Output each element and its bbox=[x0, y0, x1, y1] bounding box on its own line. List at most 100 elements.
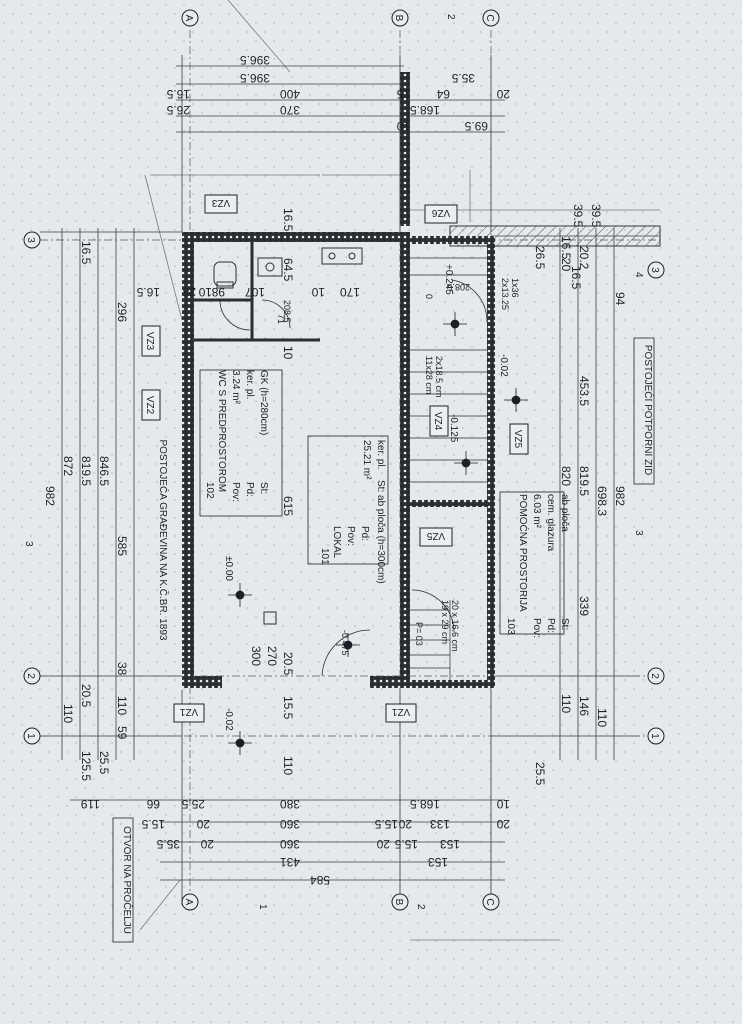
dim-bot-13: 20 bbox=[496, 817, 510, 831]
axis-3-right: 3 bbox=[649, 267, 660, 273]
room-lokal-floor-label: Pd: bbox=[359, 526, 370, 541]
stair-lower-tread: 19 x 29 cm bbox=[440, 600, 450, 644]
right-dimensions: 982 820 819.5 698.3 453.5 339 146 110 11… bbox=[533, 204, 627, 786]
room-lokal-name: LOKAL bbox=[331, 526, 342, 559]
dim-top-2: 396.5 bbox=[240, 71, 270, 85]
sink-icon bbox=[257, 257, 283, 277]
interior-dimensions: 16.5 98 28 10 107 64.5 10 170 208.5 71 1… bbox=[136, 208, 583, 775]
dim-top-1: 396.5 bbox=[240, 53, 270, 67]
dim-left-13: 25.5 bbox=[97, 751, 111, 775]
dim-int-21: 16.5 bbox=[569, 266, 583, 290]
dim-int-11: 10 bbox=[281, 346, 295, 360]
dim-int-20: 208.5 bbox=[447, 282, 470, 292]
dim-right-14: 26.5 bbox=[533, 246, 547, 270]
background-linework bbox=[139, 0, 660, 941]
dim-right-6: 339 bbox=[577, 596, 591, 616]
dim-left-4: 846.5 bbox=[97, 456, 111, 486]
dim-int-12: 615 bbox=[281, 496, 295, 516]
dim-bot-12: 133 bbox=[430, 817, 450, 831]
room-pomocna-ceiling: ab ploča bbox=[559, 494, 570, 532]
axis-1-left: 1 bbox=[25, 733, 36, 739]
axis-a-top: A bbox=[183, 15, 194, 22]
dim-bot-22: 584 bbox=[310, 873, 330, 887]
vz-tag-frames bbox=[141, 194, 529, 723]
room-wc-frame bbox=[199, 369, 283, 517]
room-pomocna-floor-label: Pd: bbox=[545, 618, 556, 633]
room-pomocna-floor: cem. glazura bbox=[545, 494, 556, 552]
room-lokal-frame bbox=[307, 435, 389, 565]
retaining-wall-label-frame bbox=[633, 337, 655, 485]
dim-bot-11: 20 bbox=[398, 817, 412, 831]
facade-opening-label: OTVOR NA PROČELJU bbox=[121, 826, 134, 934]
dim-bot-20: 431 bbox=[280, 855, 300, 869]
dim-bot-5: 168.5 bbox=[410, 797, 440, 811]
room-wc-ceiling-label: St: bbox=[258, 482, 269, 494]
room-lokal-ceiling: St: ab ploča (h=300cm) bbox=[375, 480, 386, 584]
wc-partitions bbox=[194, 242, 320, 342]
axis-2-left: 2 bbox=[25, 673, 36, 679]
dim-bot-21: 153 bbox=[428, 855, 448, 869]
building-walls bbox=[182, 232, 495, 688]
section-mark-3-left: 3 bbox=[23, 541, 34, 547]
dim-int-19: 0 bbox=[424, 294, 434, 299]
dim-int-5: 107 bbox=[245, 285, 265, 299]
room-wc-name: WC S PREDPROSTOROM bbox=[216, 370, 227, 492]
dim-bot-15: 20 bbox=[200, 837, 214, 851]
room-wc: 102 WC S PREDPROSTOROM Pov: 3.24 m² Pd: … bbox=[204, 370, 269, 502]
dim-top-5: 400 bbox=[280, 87, 300, 101]
dim-int-17: 110 bbox=[281, 756, 295, 775]
dim-left-14: 59 bbox=[115, 726, 129, 740]
section-mark-4: 4 bbox=[633, 272, 644, 278]
section-mark-3-right: 3 bbox=[633, 530, 644, 536]
stair-treads bbox=[410, 257, 487, 680]
room-wc-floor: ker. pl. bbox=[244, 370, 255, 399]
level-stair-mid: -0.125 bbox=[448, 414, 459, 443]
dim-int-3: 28 bbox=[182, 285, 196, 299]
dim-top-13: 69.5 bbox=[464, 119, 488, 133]
dim-bot-16: 360 bbox=[280, 837, 300, 851]
dim-left-10: 20.5 bbox=[79, 684, 93, 708]
dim-top-8: 20 bbox=[496, 87, 510, 101]
door-swings bbox=[219, 279, 488, 677]
dim-int-13: 300 bbox=[249, 646, 263, 666]
dim-right-5: 453.5 bbox=[577, 376, 591, 406]
dim-right-11: 94 bbox=[613, 292, 627, 306]
dim-int-1: 16.5 bbox=[136, 285, 160, 299]
dim-bot-4: 380 bbox=[280, 797, 300, 811]
room-pomocna: 103 POMOĆNA PROSTORIJA Pov: 6.03 m² Pd: … bbox=[505, 494, 570, 638]
level-zero: ±0.00 bbox=[223, 556, 234, 581]
axis-c-top: C bbox=[484, 14, 495, 21]
tag-vz1-left: VZ1 bbox=[179, 706, 198, 717]
dim-left-5: 585 bbox=[115, 536, 129, 556]
dim-left-8: 38 bbox=[115, 662, 129, 676]
room-pomocna-number: 103 bbox=[505, 618, 516, 635]
tag-vz1-right: VZ1 bbox=[391, 706, 410, 717]
dim-bot-18: 153 bbox=[440, 837, 460, 851]
room-pomocna-ceiling-label: St: bbox=[559, 618, 570, 630]
dim-bot-6: 10 bbox=[496, 797, 510, 811]
room-lokal: 101 LOKAL Pov: 25.21 m² Pd: ker. pl. St:… bbox=[319, 440, 386, 584]
dim-bot-2: 66 bbox=[146, 797, 160, 811]
axis-2-right: 2 bbox=[649, 673, 660, 679]
room-wc-number: 102 bbox=[204, 482, 215, 499]
stair-upper-tread: 11x28 cm bbox=[424, 356, 434, 394]
toilet-icon bbox=[213, 261, 237, 289]
axis-c-bottom: C bbox=[484, 898, 495, 905]
dim-right-1: 982 bbox=[613, 486, 627, 506]
level-markers bbox=[228, 312, 528, 755]
dim-right-8: 110 bbox=[559, 694, 573, 713]
dim-top-6: 15 bbox=[396, 87, 410, 101]
upper-wall-segment bbox=[400, 72, 410, 226]
dim-left-2: 872 bbox=[61, 456, 75, 476]
stair-small-1: 2x13.25 bbox=[500, 278, 510, 310]
level-stair-top: +0.245 bbox=[443, 264, 454, 295]
axis-3-left: 3 bbox=[25, 237, 36, 243]
dim-bot-14: 35.5 bbox=[156, 837, 180, 851]
dim-right-16: 20 bbox=[559, 258, 573, 272]
tag-vz5-right: VZ5 bbox=[512, 430, 523, 449]
dim-right-15: 16.5 bbox=[559, 236, 573, 260]
dim-bot-3: 25.5 bbox=[181, 797, 205, 811]
axis-1-right: 1 bbox=[649, 733, 660, 739]
dim-int-16: 15.5 bbox=[281, 696, 295, 720]
dim-bot-8: 20 bbox=[196, 817, 210, 831]
